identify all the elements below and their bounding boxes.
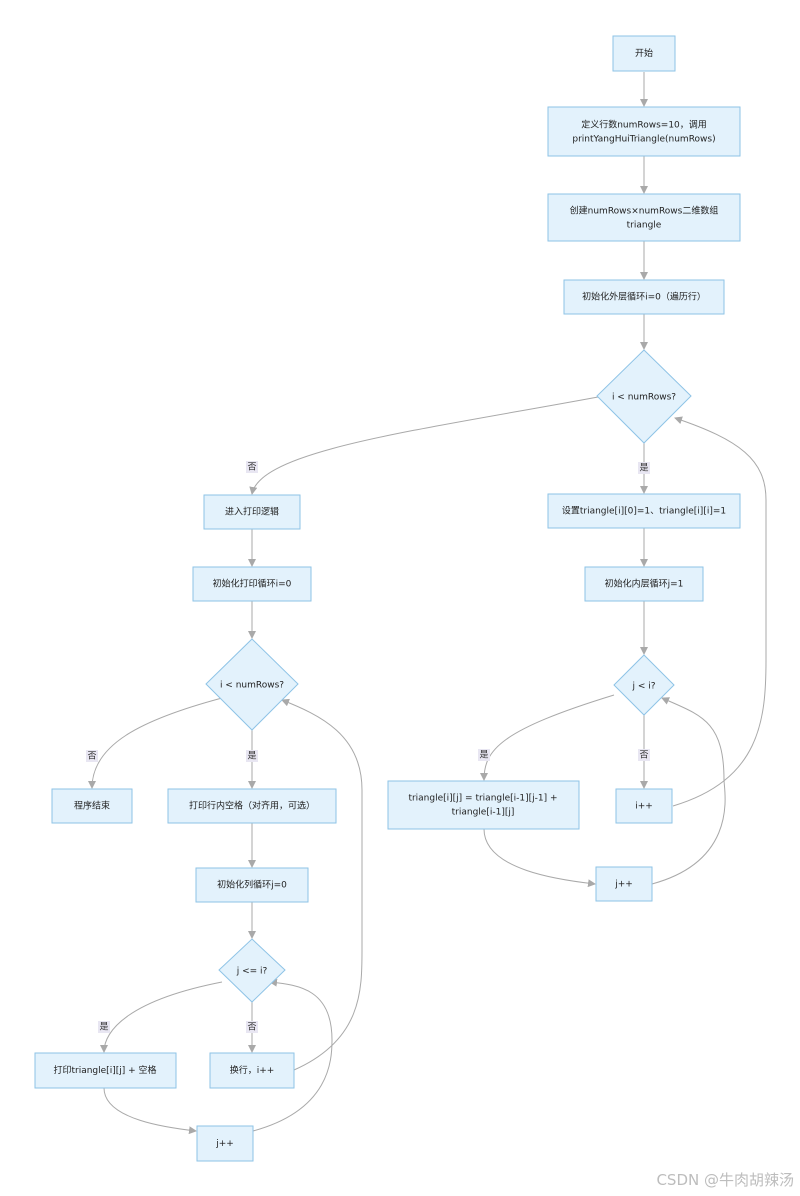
node-cond-j-1: j < i? — [613, 654, 675, 716]
node-j-inc1-label: j++ — [614, 880, 633, 890]
edge-label-yes: 是 — [247, 751, 256, 762]
edge-condi1-enterprint — [249, 396, 599, 495]
edge-label-no: 否 — [247, 1022, 256, 1033]
node-set-edges-label: 设置triangle[i][0]=1、triangle[i][i]=1 — [562, 506, 726, 517]
edge-newline-condi2 — [281, 698, 363, 1071]
edge-label-no: 否 — [247, 462, 256, 473]
node-cond-j2-label: j <= i? — [236, 967, 268, 977]
node-start-label: 开始 — [635, 47, 653, 59]
node-j-inc-1: j++ — [595, 866, 653, 902]
node-end: 程序结束 — [51, 788, 133, 824]
node-j-inc-2: j++ — [196, 1125, 254, 1162]
node-init-col-loop: 初始化列循环j=0 — [195, 867, 309, 903]
node-cond-j-2: j <= i? — [218, 938, 286, 1003]
node-init-col-label: 初始化列循环j=0 — [217, 879, 287, 891]
node-init-outer-loop: 初始化外层循环i=0（遍历行） — [563, 279, 725, 315]
node-cond-i-rows-2: i < numRows? — [205, 638, 299, 731]
node-define-label-line1: 定义行数numRows=10，调用 — [581, 119, 707, 131]
edge-labels: 是 否 是 否 否 是 是 否 — [86, 461, 650, 1033]
edge-label-no: 否 — [639, 750, 648, 761]
node-compute-label-line1: triangle[i][j] = triangle[i-1][j-1] + — [408, 794, 557, 804]
node-start: 开始 — [612, 35, 676, 72]
node-newline: 换行，i++ — [209, 1052, 295, 1089]
watermark: CSDN @牛肉胡辣汤 — [656, 1171, 794, 1189]
node-set-edges: 设置triangle[i][0]=1、triangle[i][i]=1 — [547, 493, 741, 529]
node-create-array: 创建numRows×numRows二维数组 triangle — [547, 193, 741, 242]
edge-condj2-printvalue — [100, 981, 223, 1053]
edge-printvalue-jinc2 — [103, 1087, 197, 1135]
node-create-label-line1: 创建numRows×numRows二维数组 — [570, 205, 719, 217]
node-init-print-label: 初始化打印循环i=0 — [213, 578, 292, 590]
node-i-inc-1: i++ — [615, 788, 673, 824]
node-enter-print-label: 进入打印逻辑 — [225, 506, 279, 518]
node-init-inner-loop: 初始化内层循环j=1 — [584, 566, 704, 602]
node-j-inc2-label: j++ — [215, 1139, 234, 1149]
edge-condj1-compute — [480, 694, 615, 781]
edge-jinc1-condj1 — [651, 697, 726, 885]
node-cond-i-rows-1: i < numRows? — [596, 349, 692, 444]
node-cond-i2-label: i < numRows? — [220, 681, 284, 691]
node-cond-i1-label: i < numRows? — [612, 393, 676, 403]
edge-label-yes: 是 — [99, 1022, 108, 1033]
node-enter-print: 进入打印逻辑 — [203, 494, 301, 530]
edge-jinc2-condj2 — [252, 978, 333, 1132]
node-print-spaces: 打印行内空格（对齐用，可选） — [167, 788, 337, 824]
node-end-label: 程序结束 — [74, 800, 110, 812]
edge-iinc1-condi1 — [672, 416, 767, 807]
edges — [88, 72, 767, 1135]
node-cond-j1-label: j < i? — [631, 682, 655, 692]
node-i-inc1-label: i++ — [635, 802, 653, 812]
node-define: 定义行数numRows=10，调用 printYangHuiTriangle(n… — [547, 106, 741, 157]
node-print-spaces-label: 打印行内空格（对齐用，可选） — [189, 800, 315, 812]
node-compute: triangle[i][j] = triangle[i-1][j-1] + tr… — [387, 780, 580, 830]
edge-label-yes: 是 — [479, 750, 488, 761]
edge-label-no: 否 — [87, 751, 96, 762]
node-init-outer-label: 初始化外层循环i=0（遍历行） — [582, 291, 706, 303]
node-define-label-line2: printYangHuiTriangle(numRows) — [572, 135, 715, 145]
node-print-value-label: 打印triangle[i][j] + 空格 — [53, 1064, 156, 1076]
node-compute-label-line2: triangle[i-1][j] — [452, 808, 515, 818]
edge-label-yes: 是 — [639, 463, 648, 474]
edge-compute-jinc1 — [483, 828, 596, 888]
edge-condi2-end — [88, 697, 223, 789]
node-print-value: 打印triangle[i][j] + 空格 — [34, 1052, 177, 1089]
node-init-inner-label: 初始化内层循环j=1 — [605, 578, 684, 590]
node-create-label-line2: triangle — [627, 221, 662, 231]
node-init-print-loop: 初始化打印循环i=0 — [192, 566, 312, 602]
node-newline-label: 换行，i++ — [230, 1064, 275, 1076]
